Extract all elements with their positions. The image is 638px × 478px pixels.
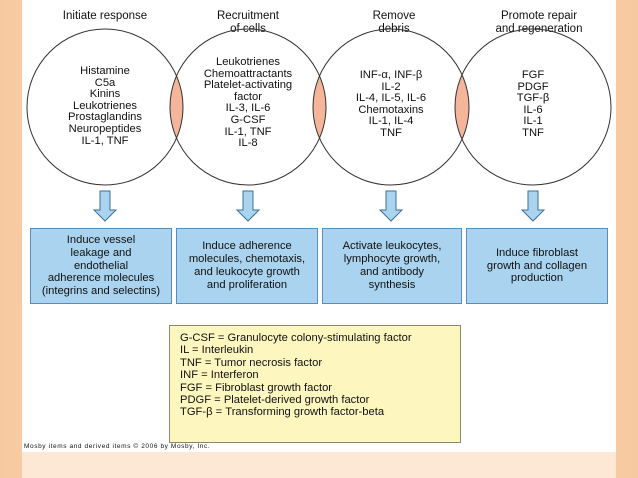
legend-entry: G-CSF = Granulocyte colony-stimulating f… — [180, 332, 412, 344]
circle-repair — [454, 28, 612, 186]
result-line: leakage and — [70, 246, 132, 259]
mediator-item: IL-1 — [523, 115, 543, 128]
down-arrow-icon — [520, 190, 546, 222]
mediator-item: FGF — [521, 69, 545, 81]
slide-top-strip — [22, 0, 616, 6]
header-line: Initiate response — [62, 10, 148, 22]
result-line: production — [510, 272, 564, 285]
mediator-item: IL-6 — [523, 103, 543, 116]
result-line: adherence molecules — [47, 272, 155, 285]
result-line: Activate leukocytes, — [342, 240, 442, 253]
copyright-notice: Mosby items and derived items © 2006 by … — [24, 443, 211, 450]
mediator-item: IL-2 — [381, 80, 401, 93]
result-box-adherence: Induce adherence molecules, chemotaxis, … — [176, 228, 318, 304]
result-box-activate-leukocytes: Activate leukocytes, lymphocyte growth, … — [322, 228, 462, 304]
mediator-item: TNF — [380, 126, 402, 139]
mediator-item: Neuropeptides — [68, 122, 142, 135]
result-box-vessel-leakage: Induce vessel leakage and endothelial ad… — [30, 228, 172, 304]
circle-initiate — [26, 28, 184, 186]
circle-remove-text: INF-α, INF-β IL-2 IL-4, IL-5, IL-6 Chemo… — [331, 69, 451, 140]
result-line: molecules, chemotaxis, — [188, 253, 306, 266]
result-line: lymphocyte growth, — [343, 253, 441, 266]
mediator-item: Prostaglandins — [67, 111, 142, 124]
result-line: and leukocyte growth — [194, 266, 300, 278]
mediator-item: PDGF — [517, 80, 549, 93]
result-line: Induce adherence — [202, 240, 292, 253]
mediator-item: INF-α, INF-β — [359, 69, 423, 81]
circle-remove — [312, 28, 470, 186]
mediator-item: Chemotaxins — [358, 103, 424, 116]
result-line: synthesis — [368, 278, 416, 291]
mediator-item: Chemoattractants — [203, 67, 293, 80]
mediator-item: IL-8 — [238, 137, 258, 150]
result-line: Induce fibroblast — [495, 246, 579, 259]
legend-entry: PDGF = Platelet-derived growth factor — [180, 394, 370, 407]
legend-entry: TGF-β = Transforming growth factor-beta — [180, 406, 385, 419]
result-line: (integrins and selectins) — [41, 285, 161, 298]
mediator-item: IL-1, TNF — [224, 125, 272, 138]
mediator-item: G-CSF — [230, 113, 266, 126]
mediator-item: Leukotrienes — [215, 56, 281, 68]
mediator-item: C5a — [94, 76, 116, 89]
down-arrow-icon — [235, 190, 261, 222]
result-box-fibroblast: Induce fibroblast growth and collagen pr… — [466, 228, 608, 304]
result-line: and antibody — [359, 266, 425, 278]
header-initiate-response: Initiate response — [45, 10, 165, 23]
mediator-item: IL-1, IL-4 — [368, 115, 414, 128]
mediator-item: Kinins — [89, 88, 121, 101]
legend-entry: INF = Interferon — [180, 369, 259, 382]
legend-entry: TNF = Tumor necrosis factor — [180, 356, 323, 369]
down-arrow-icon — [92, 190, 118, 222]
circle-recruitment — [169, 28, 327, 186]
header-line: Remove — [372, 10, 416, 22]
circle-recruitment-text: Leukotrienes Chemoattractants Platelet-a… — [183, 56, 313, 150]
result-line: growth and collagen — [486, 259, 588, 272]
legend-entry: IL = Interleukin — [180, 344, 254, 357]
circle-initiate-text: Histamine C5a Kinins Leukotrienes Prosta… — [45, 65, 165, 147]
slide-bottom-strip — [22, 452, 616, 478]
header-line: Promote repair — [500, 10, 578, 22]
circle-repair-text: FGF PDGF TGF-β IL-6 IL-1 TNF — [473, 69, 593, 140]
mediator-item: IL-1, TNF — [81, 134, 129, 147]
mediator-item: Platelet-activating — [203, 79, 293, 92]
mediator-item: TGF-β — [516, 92, 550, 105]
mediator-item: TNF — [522, 126, 544, 139]
down-arrow-icon — [378, 190, 404, 222]
abbreviation-legend: G-CSF = Granulocyte colony-stimulating f… — [169, 325, 461, 443]
result-line: and proliferation — [206, 278, 288, 291]
mediator-item: Leukotrienes — [72, 99, 138, 112]
result-line: Induce vessel — [66, 234, 136, 246]
mediator-item: factor — [234, 90, 262, 103]
mediator-item: IL-4, IL-5, IL-6 — [355, 92, 427, 105]
mediator-item: Histamine — [80, 65, 130, 77]
result-line: endothelial — [73, 259, 129, 272]
mediator-item: IL-3, IL-6 — [225, 102, 271, 115]
header-line: Recruitment — [217, 10, 279, 22]
legend-entry: FGF = Fibroblast growth factor — [180, 381, 333, 394]
